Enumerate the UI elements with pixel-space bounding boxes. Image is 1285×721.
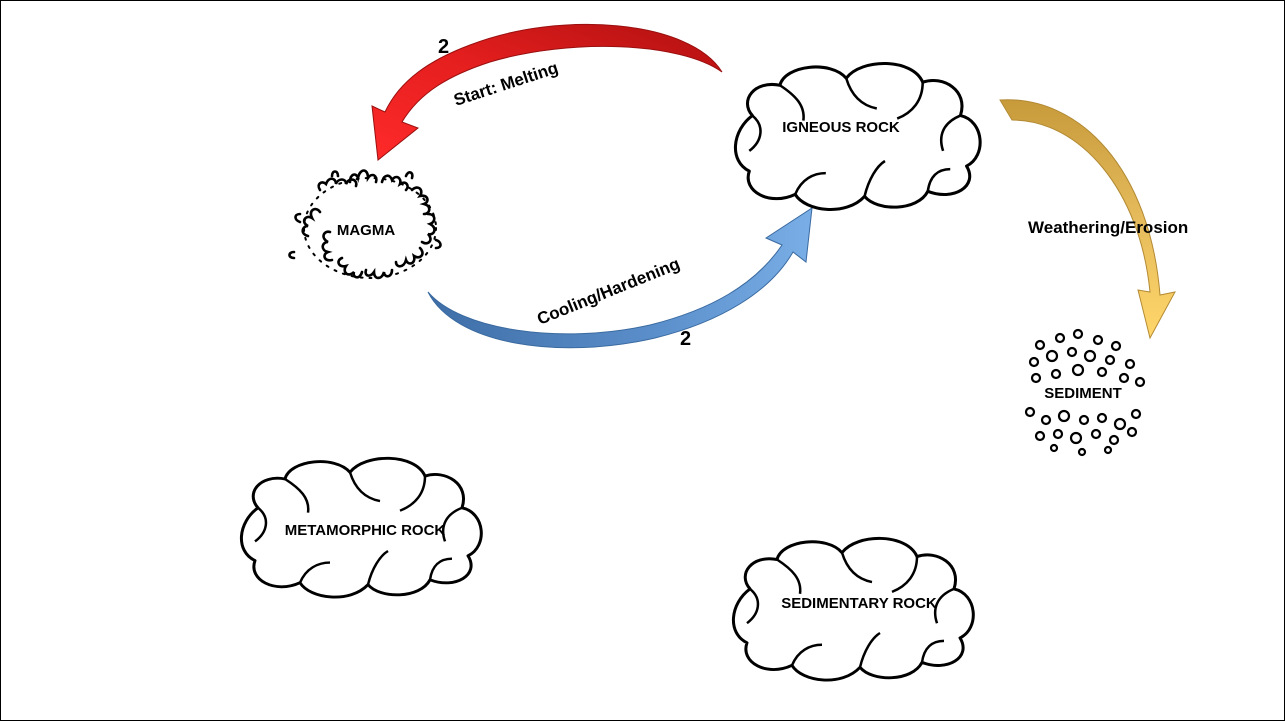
metamorphic-rock-label: METAMORPHIC ROCK xyxy=(285,522,446,539)
igneous-rock-node xyxy=(733,61,982,212)
weathering-label: Weathering/Erosion xyxy=(1028,218,1188,237)
magma-label: MAGMA xyxy=(337,222,395,239)
sedimentary-rock-label: SEDIMENTARY ROCK xyxy=(781,595,937,612)
sediment-label: SEDIMENT xyxy=(1044,385,1122,402)
weathering-arrow xyxy=(999,99,1176,340)
cooling-number: 2 xyxy=(680,328,691,350)
melting-arrow xyxy=(371,23,723,161)
cooling-label: Cooling/Hardening xyxy=(534,254,682,329)
cooling-arrow xyxy=(427,207,813,349)
melting-number: 2 xyxy=(438,36,449,58)
sediment-node xyxy=(1024,328,1146,457)
magma-node xyxy=(288,169,442,280)
igneous-rock-label: IGNEOUS ROCK xyxy=(782,119,900,136)
